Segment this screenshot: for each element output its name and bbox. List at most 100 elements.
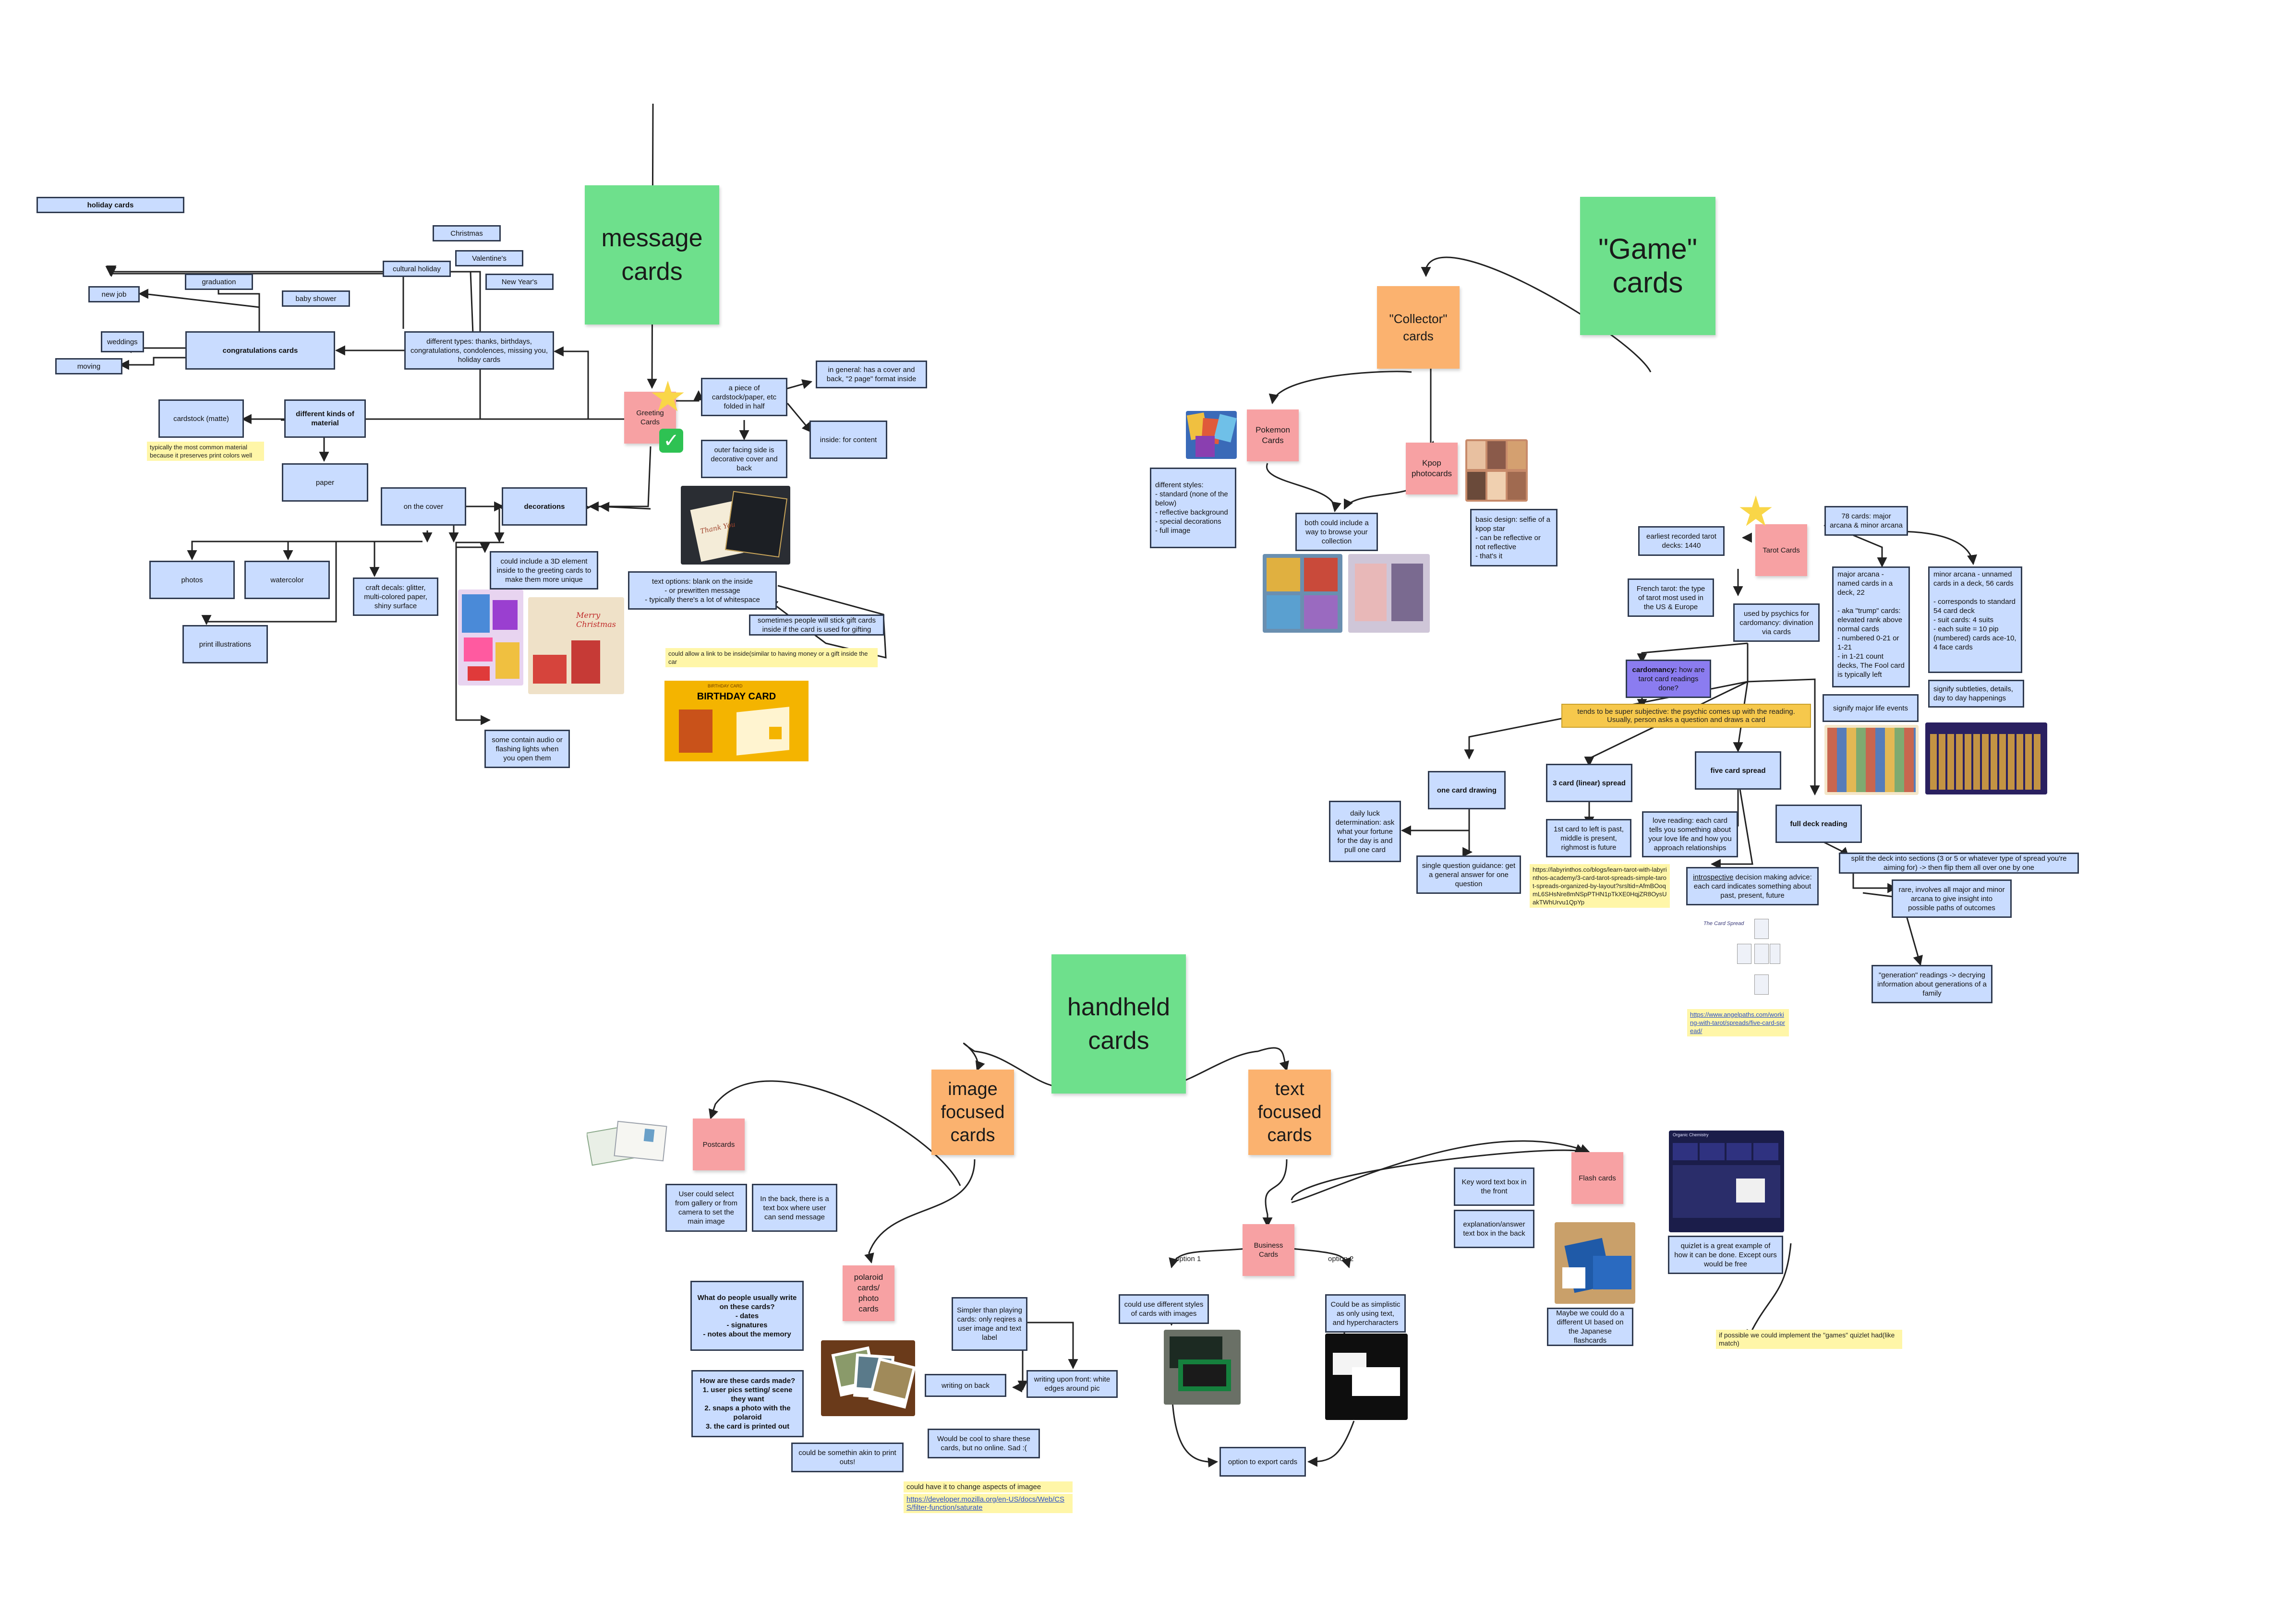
cardstock-matte-box[interactable]: cardstock (matte) — [158, 399, 244, 438]
cardstock-folded-box[interactable]: a piece of cardstock/paper, etc folded i… — [701, 378, 787, 416]
postcards-sticky[interactable]: Postcards — [693, 1119, 745, 1170]
birthday-card-title: BIRTHDAY CARD — [697, 691, 776, 702]
valentines-box[interactable]: Valentine's — [455, 250, 523, 266]
pokemon-styles-box[interactable]: different styles: - standard (none of th… — [1150, 468, 1236, 548]
kpop-photocards-sticky[interactable]: Kpop photocards — [1406, 443, 1458, 494]
option-2-label[interactable]: option 2 — [1328, 1255, 1354, 1263]
on-the-cover-box[interactable]: on the cover — [381, 487, 466, 526]
writing-upon-front-box[interactable]: writing upon front: white edges around p… — [1026, 1370, 1118, 1398]
japanese-flashcards-image — [1555, 1222, 1635, 1304]
earliest-tarot-box[interactable]: earliest recorded tarot decks: 1440 — [1638, 526, 1725, 556]
kpop-design-box[interactable]: basic design: selfie of a kpop star - ca… — [1470, 509, 1558, 566]
quizlet-example-box[interactable]: quizlet is a great example of how it can… — [1668, 1236, 1783, 1274]
christmas-box[interactable]: Christmas — [433, 225, 501, 241]
decorations-box[interactable]: decorations — [502, 487, 587, 526]
major-life-events-box[interactable]: signify major life events — [1823, 694, 1919, 722]
share-cards-box[interactable]: Would be cool to share these cards, but … — [928, 1429, 1040, 1458]
single-question-box[interactable]: single question guidance: get a general … — [1416, 855, 1521, 894]
subtleties-box[interactable]: signify subtleties, details, day to day … — [1928, 680, 2024, 708]
change-aspects-note[interactable]: could have it to change aspects of image… — [904, 1481, 1073, 1492]
business-cards-sticky[interactable]: Business Cards — [1243, 1224, 1294, 1276]
minor-arcana-box[interactable]: minor arcana - unnamed cards in a deck, … — [1928, 566, 2022, 673]
outer-facing-box[interactable]: outer facing side is decorative cover an… — [701, 440, 787, 478]
export-cards-box[interactable]: option to export cards — [1220, 1447, 1306, 1477]
user-select-box[interactable]: User could select from gallery or from c… — [665, 1184, 747, 1232]
different-styles-box[interactable]: could use different styles of cards with… — [1119, 1294, 1209, 1324]
link-inside-note[interactable]: could allow a link to be inside(similar … — [665, 648, 878, 667]
message-cards-header[interactable]: message cards — [585, 185, 719, 325]
holiday-cards-box[interactable]: holiday cards — [36, 197, 184, 213]
collector-cards-sticky[interactable]: "Collector" cards — [1377, 286, 1460, 369]
five-card-spread-box[interactable]: five card spread — [1695, 751, 1781, 790]
seventy-eight-cards-box[interactable]: 78 cards: major arcana & minor arcana — [1824, 506, 1908, 536]
print-illustrations-box[interactable]: print illustrations — [182, 625, 268, 663]
kinds-of-material-box[interactable]: different kinds of material — [284, 399, 366, 438]
keyword-front-box[interactable]: Key word text box in the front — [1454, 1167, 1534, 1206]
postcards-image — [587, 1119, 671, 1171]
japanese-flash-box[interactable]: Maybe we could do a different UI based o… — [1547, 1308, 1633, 1346]
moving-box[interactable]: moving — [55, 358, 122, 374]
simpler-box[interactable]: Simpler than playing cards: only reqires… — [952, 1297, 1027, 1351]
business-card-dark-image — [1164, 1330, 1241, 1405]
text-options-box[interactable]: text options: blank on the inside - or p… — [628, 571, 777, 610]
labyrinthos-link[interactable]: https://labyrinthos.co/blogs/learn-tarot… — [1530, 864, 1670, 908]
watercolor-box[interactable]: watercolor — [244, 561, 330, 599]
introspective-text: decision making advice: each card indica… — [1693, 873, 1812, 900]
games-quizlet-note[interactable]: if possible we could implement the "game… — [1716, 1330, 1902, 1349]
audio-lights-box[interactable]: some contain audio or flashing lights wh… — [484, 730, 570, 768]
paper-box[interactable]: paper — [282, 463, 368, 502]
three-d-element-box[interactable]: could include a 3D element inside to the… — [490, 551, 598, 589]
psychics-box[interactable]: used by psychics for cardomancy: divinat… — [1733, 603, 1820, 642]
congratulations-cards-box[interactable]: congratulations cards — [185, 331, 335, 370]
weddings-box[interactable]: weddings — [101, 331, 144, 352]
print-outs-box[interactable]: could be somethin akin to print outs! — [791, 1443, 904, 1472]
matte-note[interactable]: typically the most common material becau… — [147, 442, 264, 461]
tarot-cards-sticky[interactable]: Tarot Cards — [1755, 524, 1807, 576]
different-types-box[interactable]: different types: thanks, birthdays, cong… — [404, 331, 554, 370]
inside-content-box[interactable]: inside: for content — [809, 421, 887, 459]
polaroid-cards-sticky[interactable]: polaroid cards/ photo cards — [843, 1265, 894, 1321]
cover-and-back-box[interactable]: in general: has a cover and back, "2 pag… — [816, 361, 927, 388]
new-years-box[interactable]: New Year's — [485, 274, 554, 290]
flash-cards-sticky[interactable]: Flash cards — [1571, 1152, 1623, 1204]
christmas-pop-up-image: Merry Christmas — [528, 597, 624, 694]
past-present-future-box[interactable]: 1st card to left is past, middle is pres… — [1546, 819, 1631, 857]
mdn-link[interactable]: https://developer.mozilla.org/en-US/docs… — [904, 1494, 1073, 1513]
browse-collection-box[interactable]: both could include a way to browse your … — [1295, 513, 1378, 551]
explanation-back-box[interactable]: explanation/answer text box in the back — [1454, 1210, 1534, 1248]
introspective-box[interactable]: introspective decision making advice: ea… — [1686, 867, 1819, 905]
baby-shower-box[interactable]: baby shower — [282, 290, 350, 307]
option-1-label[interactable]: option 1 — [1175, 1255, 1201, 1263]
game-cards-header[interactable]: "Game" cards — [1580, 197, 1715, 335]
image-focused-cards-sticky[interactable]: image focused cards — [931, 1070, 1014, 1155]
generation-reading-box[interactable]: "generation" readings -> decrying inform… — [1872, 965, 1992, 1003]
full-deck-reading-box[interactable]: full deck reading — [1775, 805, 1862, 843]
angelpaths-link[interactable]: https://www.angelpaths.com/working-with-… — [1687, 1009, 1789, 1036]
daily-luck-box[interactable]: daily luck determination: ask what your … — [1329, 801, 1401, 862]
writing-on-back-box[interactable]: writing on back — [925, 1374, 1006, 1397]
what-write-box[interactable]: What do people usually write on these ca… — [690, 1281, 804, 1351]
tarot-spread-image-1 — [1824, 725, 1919, 795]
major-arcana-box[interactable]: major arcana - named cards in a deck, 22… — [1832, 566, 1910, 687]
cultural-holiday-box[interactable]: cultural holiday — [383, 261, 451, 277]
handheld-cards-header[interactable]: handheld cards — [1051, 954, 1186, 1094]
one-card-drawing-box[interactable]: one card drawing — [1428, 771, 1506, 809]
how-made-box[interactable]: How are these cards made? 1. user pics s… — [691, 1370, 804, 1437]
back-textbox-box[interactable]: In the back, there is a text box where u… — [752, 1184, 837, 1232]
text-focused-cards-sticky[interactable]: text focused cards — [1248, 1070, 1331, 1155]
rare-reading-box[interactable]: rare, involves all major and minor arcan… — [1892, 879, 2012, 918]
pokemon-cards-sticky[interactable]: Pokemon Cards — [1247, 409, 1299, 461]
simplistic-box[interactable]: Could be as simplistic as only using tex… — [1325, 1294, 1406, 1333]
graduation-box[interactable]: graduation — [185, 274, 253, 290]
craft-decals-box[interactable]: craft decals: glitter, multi-colored pap… — [353, 577, 438, 616]
split-deck-box[interactable]: split the deck into sections (3 or 5 or … — [1839, 853, 2079, 874]
french-tarot-box[interactable]: French tarot: the type of tarot most use… — [1628, 578, 1714, 617]
cardomancy-box[interactable]: cardomancy: how are tarot card readings … — [1626, 660, 1711, 698]
photos-box[interactable]: photos — [149, 561, 235, 599]
subjective-note[interactable]: tends to be super subjective: the psychi… — [1561, 704, 1811, 728]
gift-cards-box[interactable]: sometimes people will stick gift cards i… — [749, 614, 884, 636]
love-reading-box[interactable]: love reading: each card tells you someth… — [1642, 811, 1738, 857]
new-job-box[interactable]: new job — [88, 286, 140, 302]
three-card-spread-box[interactable]: 3 card (linear) spread — [1546, 764, 1632, 802]
